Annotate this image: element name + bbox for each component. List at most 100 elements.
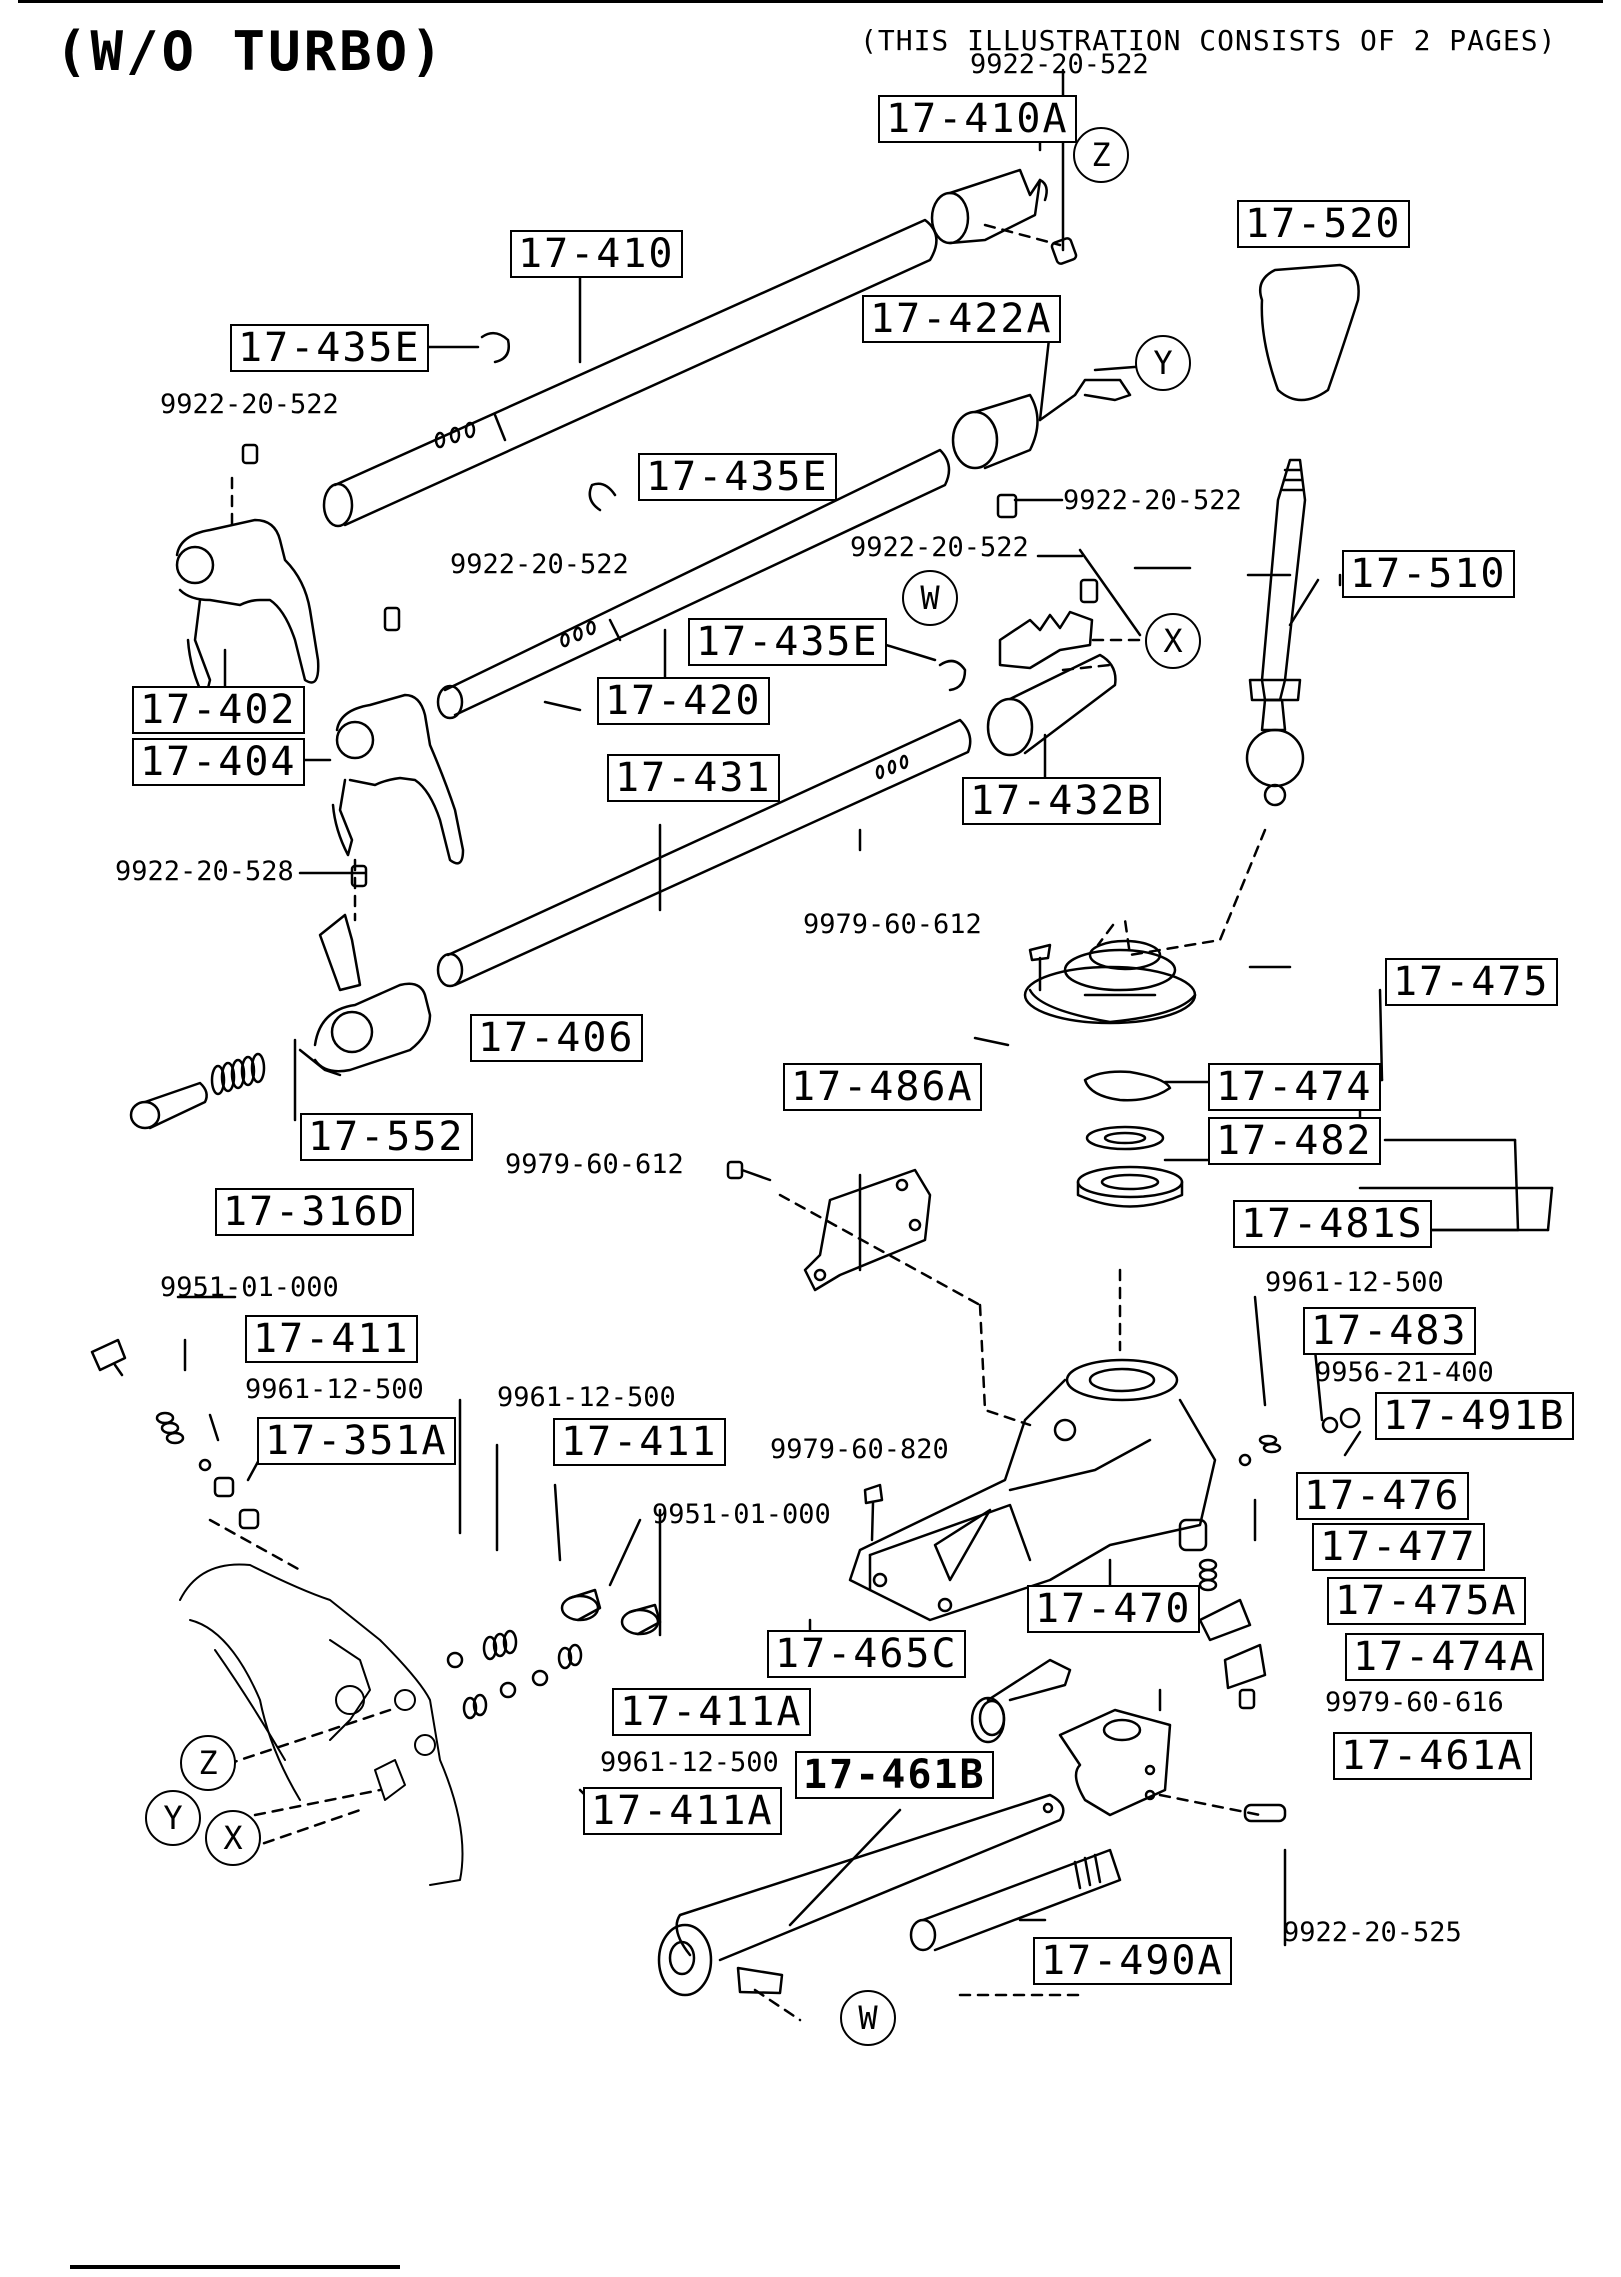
label-17-411-b: 17-411	[553, 1418, 726, 1466]
ref-w-top: W	[902, 570, 958, 626]
label-17-461B: 17-461B	[795, 1751, 994, 1799]
ref-x-top: X	[1145, 613, 1201, 669]
label-17-422A: 17-422A	[862, 295, 1061, 343]
partno-ball-lower: 9961-12-500	[600, 1747, 779, 1778]
top-rule	[18, 0, 1603, 3]
page-title: (W/O TURBO)	[55, 20, 446, 83]
ref-y-bottom: Y	[145, 1790, 201, 1846]
label-17-411A-a: 17-411A	[612, 1688, 811, 1736]
label-17-520: 17-520	[1237, 200, 1410, 248]
partno-sleeve-pin: 9922-20-522	[1063, 485, 1242, 516]
part-circlips	[480, 331, 967, 692]
pin-9922-20-525	[1243, 1803, 1287, 1823]
ref-z-bottom: Z	[180, 1735, 236, 1791]
label-17-482: 17-482	[1208, 1117, 1381, 1165]
label-17-474A: 17-474A	[1345, 1633, 1544, 1681]
partno-ball-center: 9961-12-500	[497, 1382, 676, 1413]
label-17-481S: 17-481S	[1233, 1200, 1432, 1248]
part-17-491B-nut	[1321, 1407, 1361, 1434]
bolt-9979-60-612	[726, 1160, 772, 1182]
label-17-431: 17-431	[607, 754, 780, 802]
part-17-402-fork	[175, 443, 320, 702]
label-17-411-a: 17-411	[245, 1315, 418, 1363]
part-17-410A-sleeve	[930, 168, 1078, 265]
label-17-316D: 17-316D	[215, 1188, 414, 1236]
label-17-491B: 17-491B	[1375, 1392, 1574, 1440]
part-17-404-fork	[331, 606, 465, 865]
part-17-483-spring	[1238, 1434, 1282, 1467]
partno-nut-washer: 9956-21-400	[1315, 1357, 1494, 1388]
part-17-510-lever	[1245, 458, 1307, 807]
label-17-435E-b: 17-435E	[638, 453, 837, 501]
partno-plate-bolt: 9979-60-616	[1325, 1687, 1504, 1718]
partno-bracket-bolt: 9979-60-612	[505, 1149, 684, 1180]
label-17-461A: 17-461A	[1333, 1732, 1532, 1780]
transmission-case	[179, 1563, 464, 1886]
partno-528-pin: 9922-20-528	[115, 856, 294, 887]
label-17-476: 17-476	[1296, 1472, 1469, 1520]
label-17-351A: 17-351A	[257, 1417, 456, 1465]
page-note: (THIS ILLUSTRATION CONSISTS OF 2 PAGES)	[860, 24, 1557, 57]
ref-x-bottom: X	[205, 1810, 261, 1866]
bottom-rule	[70, 2265, 400, 2269]
partno-boot-bolt: 9979-60-612	[803, 909, 982, 940]
label-17-475: 17-475	[1385, 958, 1558, 1006]
label-17-435E-a: 17-435E	[230, 324, 429, 372]
label-17-475A: 17-475A	[1327, 1577, 1526, 1625]
part-17-475-boot	[1023, 939, 1197, 1025]
part-17-431-rod	[436, 718, 972, 988]
label-17-410A: 17-410A	[878, 95, 1077, 143]
partno-ball-left: 9961-12-500	[245, 1374, 424, 1405]
ref-y-top: Y	[1135, 335, 1191, 391]
label-17-435E-c: 17-435E	[688, 618, 887, 666]
partno-fork-pin: 9922-20-522	[160, 389, 339, 420]
partno-top-pin: 9922-20-522	[970, 49, 1149, 80]
part-17-476-pad	[1178, 1518, 1208, 1552]
part-9951-01-000-plug-left	[90, 1338, 127, 1377]
part-17-490A-bushing	[909, 1848, 1122, 1952]
partno-housing-bolt: 9979-60-820	[770, 1434, 949, 1465]
pin-right	[1079, 578, 1099, 604]
label-17-477: 17-477	[1312, 1523, 1485, 1571]
part-17-465C-spring	[970, 1658, 1072, 1744]
label-17-465C: 17-465C	[767, 1630, 966, 1678]
bolt-9979-60-616	[1238, 1688, 1256, 1710]
bolt-upper-9979-60-612	[1028, 943, 1052, 992]
part-17-420-rod	[436, 448, 951, 720]
part-17-520-knob	[1258, 263, 1360, 402]
part-17-477-spring	[1198, 1558, 1218, 1592]
part-17-432B-sleeve	[986, 610, 1117, 757]
part-17-461A-block	[1058, 1708, 1172, 1817]
part-9951-01-000-plugs	[560, 1588, 662, 1636]
part-17-486A-bracket	[803, 1168, 932, 1292]
bolt-9979-60-820	[863, 1483, 884, 1542]
part-17-470-housing	[848, 1358, 1217, 1622]
label-17-470: 17-470	[1027, 1585, 1200, 1633]
part-17-411-spring-left	[155, 1411, 185, 1445]
pin-sleeve	[996, 493, 1018, 519]
part-17-316D-plunger	[129, 1081, 208, 1130]
label-17-486A: 17-486A	[783, 1063, 982, 1111]
part-17-406-fork	[298, 864, 432, 1077]
part-17-351A-pins	[198, 1458, 260, 1530]
part-17-411-springs-center	[446, 1629, 583, 1720]
label-17-490A: 17-490A	[1033, 1937, 1232, 1985]
partno-right-pin: 9922-20-522	[850, 532, 1029, 563]
ref-w-bottom: W	[840, 1990, 896, 2046]
label-17-411A-b: 17-411A	[583, 1787, 782, 1835]
partno-block-pin: 9922-20-525	[1283, 1917, 1462, 1948]
part-17-475A-plate	[1198, 1598, 1267, 1690]
part-17-552-spring	[210, 1052, 266, 1096]
part-17-410-rod	[322, 218, 938, 528]
part-17-461B-shaft	[657, 1793, 1065, 1997]
label-17-432B: 17-432B	[962, 777, 1161, 825]
label-17-402: 17-402	[132, 686, 305, 734]
partno-plugs-center: 9951-01-000	[652, 1499, 831, 1530]
label-17-474: 17-474	[1208, 1063, 1381, 1111]
partno-mid-pin: 9922-20-522	[450, 549, 629, 580]
label-17-510: 17-510	[1342, 550, 1515, 598]
label-17-483: 17-483	[1303, 1307, 1476, 1355]
label-17-420: 17-420	[597, 677, 770, 725]
label-17-406: 17-406	[470, 1014, 643, 1062]
